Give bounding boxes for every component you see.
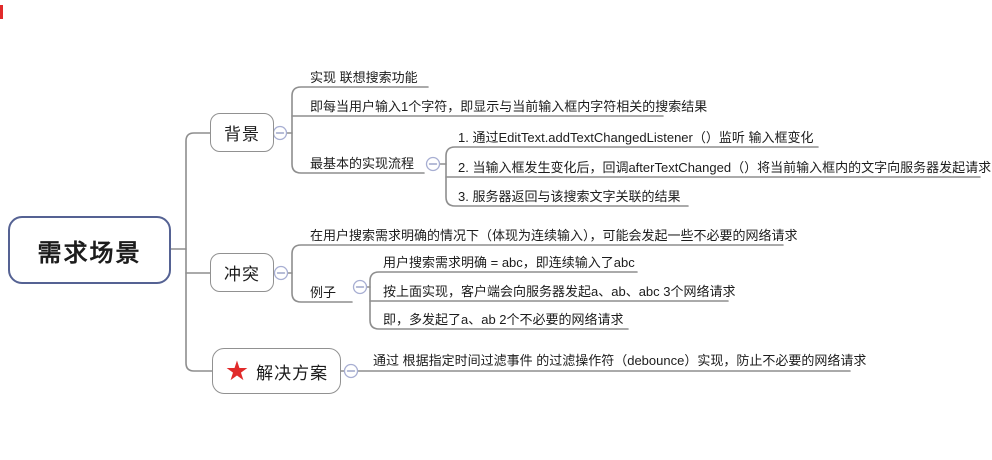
connector-conflict-bracket xyxy=(291,244,784,303)
topic-bg-child-1[interactable]: 实现 联想搜索功能 xyxy=(310,70,418,85)
topic-example[interactable]: 例子 xyxy=(310,285,337,300)
topic-solution-label: 解决方案 xyxy=(256,363,329,383)
topic-solution[interactable]: ★ 解决方案 xyxy=(212,348,341,394)
topic-example-child-1[interactable]: 用户搜索需求明确 = abc，即连续输入了abc xyxy=(383,255,635,270)
connector-bg-bracket xyxy=(291,86,429,174)
collapse-button-example[interactable] xyxy=(352,279,368,295)
connector-root-trunk xyxy=(185,132,213,372)
topic-example-child-3[interactable]: 即，多发起了a、ab 2个不必要的网络请求 xyxy=(383,312,624,327)
topic-flow-step-2[interactable]: 2. 当输入框发生变化后，回调afterTextChanged（）将当前输入框内… xyxy=(458,160,992,175)
topic-conflict[interactable]: 冲突 xyxy=(210,253,274,292)
topic-flow-step-3[interactable]: 3. 服务器返回与该搜索文字关联的结果 xyxy=(458,189,681,204)
topic-flow-step-1[interactable]: 1. 通过EditText.addTextChangedListener（）监听… xyxy=(458,130,814,145)
collapse-button-solution[interactable] xyxy=(343,363,359,379)
topic-solution-child-1[interactable]: 通过 根据指定时间过滤事件 的过滤操作符（debounce）实现，防止不必要的网… xyxy=(373,353,867,368)
collapse-button-flow[interactable] xyxy=(425,156,441,172)
topic-background[interactable]: 背景 xyxy=(210,113,274,152)
topic-conflict-child-1[interactable]: 在用户搜索需求明确的情况下（体现为连续输入），可能会发起一些不必要的网络请求 xyxy=(310,228,798,243)
red-marker xyxy=(0,5,3,19)
root-topic[interactable]: 需求场景 xyxy=(8,216,171,284)
collapse-button-conflict[interactable] xyxy=(273,265,289,281)
topic-bg-child-2[interactable]: 即每当用户输入1个字符，即显示与当前输入框内字符相关的搜索结果 xyxy=(310,99,708,114)
topic-example-child-2[interactable]: 按上面实现，客户端会向服务器发起a、ab、abc 3个网络请求 xyxy=(383,284,736,299)
red-star-icon: ★ xyxy=(224,355,251,386)
topic-bg-child-3[interactable]: 最基本的实现流程 xyxy=(310,156,415,171)
collapse-button-bg[interactable] xyxy=(272,125,288,141)
